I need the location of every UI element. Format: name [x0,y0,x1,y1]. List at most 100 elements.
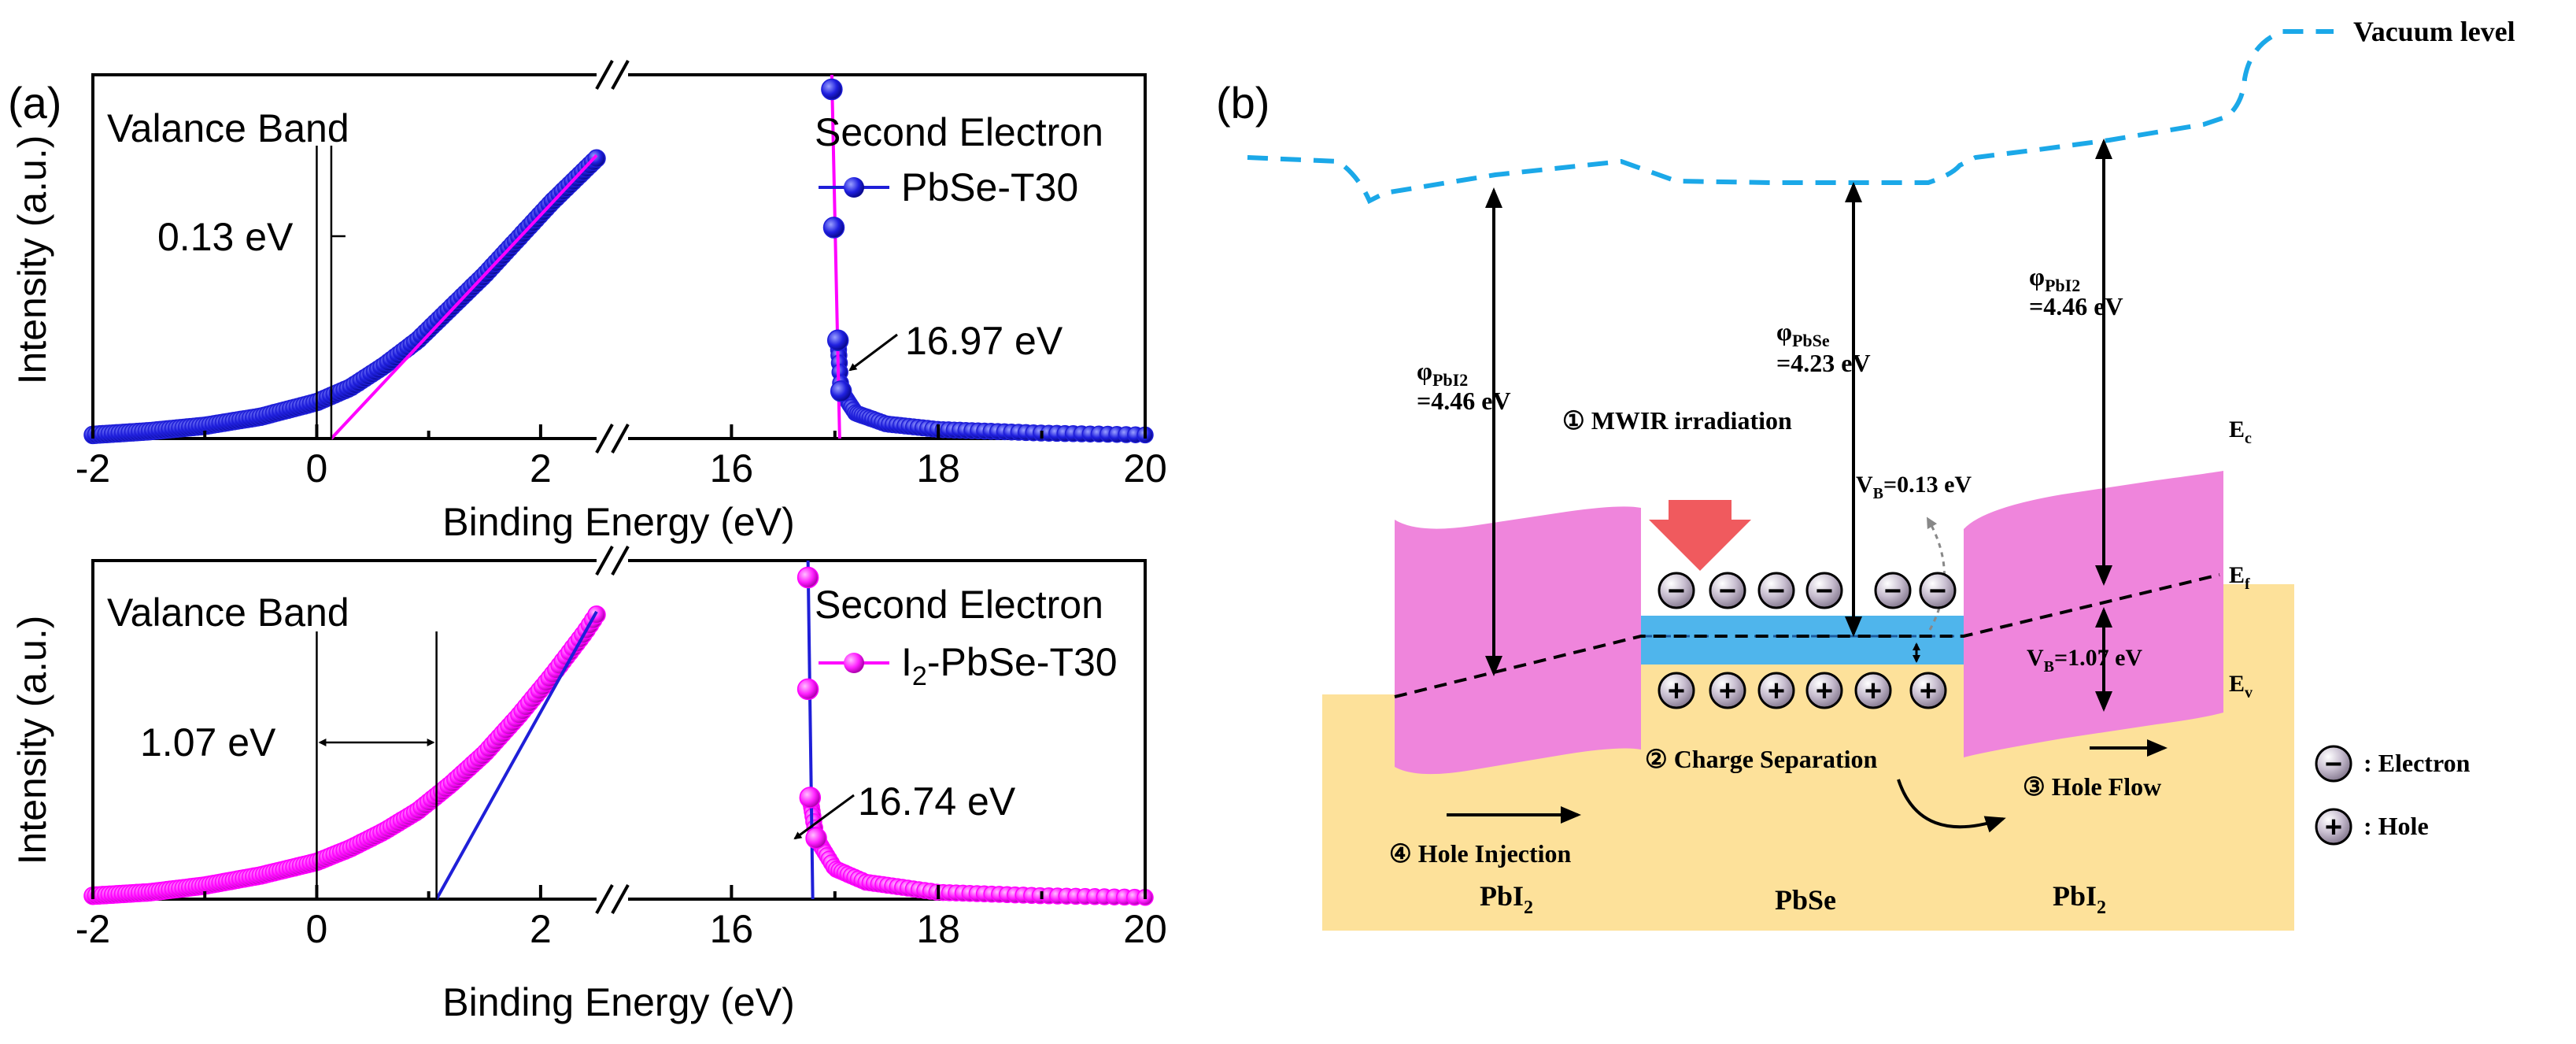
x-tick-label: 20 [1123,446,1167,491]
panel-a-label: (a) [8,78,61,128]
electron-icon [1805,572,1843,609]
ec-label: Ec [2229,416,2252,447]
pbi2-right-band [1964,471,2223,757]
panel-b-label: (b) [1216,78,1270,128]
legend-hole: + : Hole [2315,808,2429,846]
electron-icon [1757,572,1795,609]
phi-pbi2-right-value: =4.46 eV [2029,292,2123,320]
x-tick-label: 18 [916,446,960,491]
chart-top-annotation-valence: Valance Band [107,106,349,150]
hole-icon [1909,672,1947,709]
pbse-band [1641,616,1964,665]
legend-electron-icon [2315,745,2352,783]
chart-top-ylabel: Intensity (a.u.) [10,135,54,385]
phi-pbi2-left-symbol: φPbI2 [1417,357,1468,390]
cutoff-point-large [805,827,827,850]
mwir-arrow [1649,500,1751,571]
legend-hole-icon [2315,808,2352,846]
chart-top: Valance Band Second Electron PbSe-T30 0.… [83,60,1154,454]
pbi2-left-band [1395,506,1641,775]
chart-bottom-ylabel: Intensity (a.u.) [10,616,54,865]
legend-electron-label: : Electron [2363,749,2471,777]
cutoff-fit-line [830,74,841,439]
x-tick-label: 2 [530,907,552,951]
x-tick-label: -2 [76,446,110,491]
chart-top-axis-break-marks [595,60,630,454]
cutoff-point-large [799,787,822,809]
chart-top-legend-label: PbSe-T30 [901,165,1078,209]
electrons-row: −−−−−− [1658,572,1957,609]
phi-pbse-value: =4.23 eV [1776,349,1871,377]
chart-bottom-cutoff-label: 16.74 eV [858,779,1016,824]
chart-bottom-vb-gap-label: 1.07 eV [140,720,276,764]
hole-flow-label: ③ Hole Flow [2023,772,2161,801]
vacuum-level-line [1247,29,2334,205]
hole-icon [1709,672,1746,709]
electron-icon [1874,572,1912,609]
legend-hole-label: : Hole [2363,812,2429,840]
cutoff-fit-line [806,560,815,900]
material-mid-label: PbSe [1775,884,1836,916]
electron-sign: − [1816,575,1833,608]
x-tick-label: -2 [76,907,110,951]
vacuum-level-label: Vacuum level [2353,16,2515,47]
valence-fit-line [330,154,598,440]
hole-injection-label: ④ Hole Injection [1389,839,1572,868]
valence-fit-line [434,610,598,900]
fermi-level-line [1394,573,2220,698]
chart-bottom-annotation-valence: Valance Band [107,590,349,635]
chart-bottom-cutoff-arrow [793,794,855,840]
hole-icon [1757,672,1795,709]
hole-sign: + [1816,675,1833,708]
chart-bottom-legend-marker [844,653,864,673]
hole-sign: + [1768,675,1785,708]
phi-pbi2-right-symbol: φPbI2 [2029,262,2080,295]
chart-bottom: Valance Band Second Electron I2-PbSe-T30… [83,546,1154,914]
chart-bottom-legend: I2-PbSe-T30 [819,640,1118,691]
chart-top-legend: PbSe-T30 [819,165,1078,209]
electron-sign: − [1929,575,1946,608]
chart-bottom-legend-label: I2-PbSe-T30 [901,640,1118,691]
hole-sign: + [1668,675,1685,708]
chart-top-legend-marker [844,177,864,198]
phi-pbse-symbol: φPbSe [1776,317,1830,350]
material-right-label: PbI2 [2053,880,2106,918]
holes-row: + + + + + + [1658,672,1947,709]
hole-icon [1805,672,1843,709]
electron-sign: − [1668,575,1685,608]
x-tick-label: 16 [710,446,754,491]
x-tick-label: 2 [530,446,552,491]
cutoff-point-large [796,678,819,701]
chart-top-cutoff-arrow [848,333,898,372]
chart-bottom-marks [83,560,1154,906]
material-left-label: PbI2 [1480,880,1533,918]
charge-separation-label: ② Charge Separation [1645,745,1878,773]
mwir-label: ① MWIR irradiation [1562,406,1792,435]
chart-top-break-gap [597,63,628,449]
vb-big-label: VB=1.07 eV [2027,645,2142,676]
x-tick-label: 0 [306,907,328,951]
charge-separation-arrow [1897,779,2006,833]
hole-icon [1658,672,1695,709]
cutoff-point-large [796,566,819,589]
legend-electron-sign: − [2325,748,2342,781]
panel-b: (b) Vacuum level φPbI2 =4.46 eV φPbSe =4… [1216,16,2515,931]
hole-sign: + [1719,675,1736,708]
legend-electron: − : Electron [2315,745,2471,783]
ef-label: Ef [2229,562,2250,593]
x-tick-label: 16 [710,907,754,951]
x-tick-label: 18 [916,907,960,951]
chart-top-annotation-second-electron: Second Electron [815,110,1103,154]
cutoff-point-large [822,217,845,239]
cutoff-point-large [826,329,849,352]
electron-sign: − [1719,575,1736,608]
hole-sign: + [1865,675,1882,708]
chart-top-xlabel: Binding Energy (eV) [442,500,794,544]
electron-icon [1919,572,1957,609]
chart-bottom-annotation-second-electron: Second Electron [815,583,1103,627]
ev-label: Ev [2229,671,2253,702]
hole-sign: + [1920,675,1937,708]
electron-sign: − [1768,575,1785,608]
